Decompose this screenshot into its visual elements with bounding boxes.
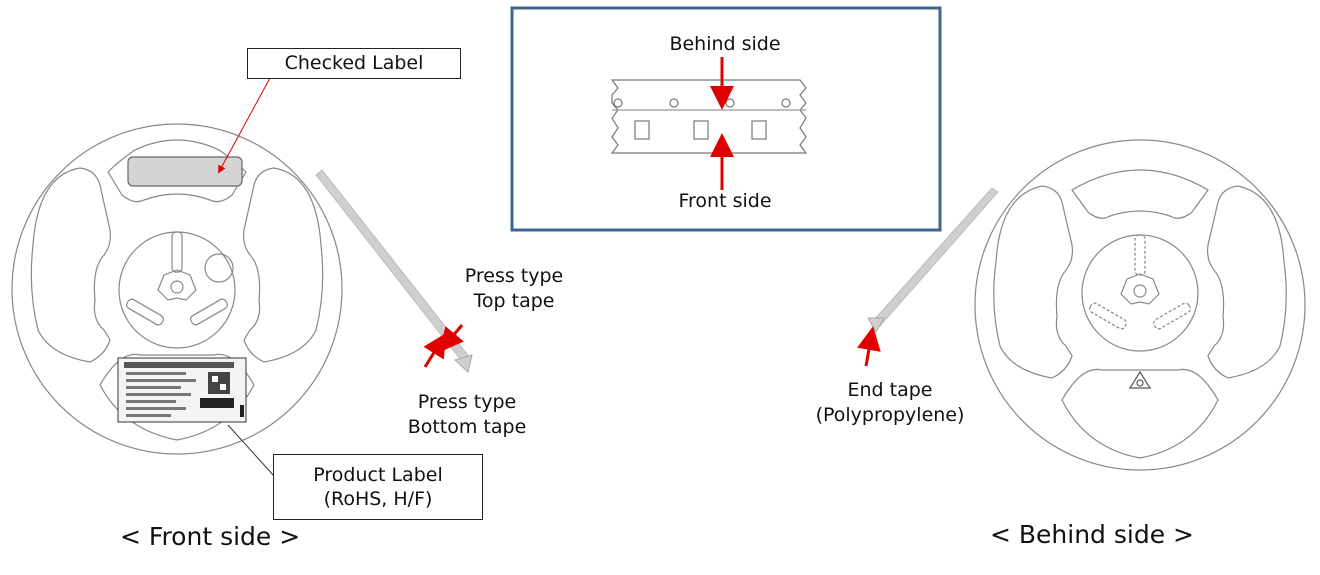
inset-carrier-tape <box>610 79 808 154</box>
front-reel <box>11 123 343 455</box>
press-top-line2: Top tape <box>473 290 555 312</box>
front-reel-hub-slot-right <box>190 298 228 326</box>
behind-reel-tape-end <box>867 317 885 334</box>
checked-label-leader <box>218 77 271 174</box>
behind-reel <box>974 139 1306 471</box>
press-bottom-label: Press type Bottom tape <box>392 390 542 440</box>
front-side-caption: < Front side > <box>120 522 301 551</box>
behind-side-caption: < Behind side > <box>990 520 1194 549</box>
press-bottom-line2: Bottom tape <box>407 416 527 438</box>
checked-label-text: Checked Label <box>284 52 424 74</box>
front-reel-window-right <box>243 167 324 363</box>
press-top-label: Press type Top tape <box>444 264 584 314</box>
behind-reel-hub-slot-left <box>1089 302 1127 330</box>
product-label-line1: Product Label <box>313 464 443 486</box>
front-reel-hub-core <box>157 269 197 301</box>
behind-reel-window-right <box>1207 185 1287 379</box>
end-tape-line2: (Polypropylene) <box>815 404 965 426</box>
product-label-box: Product Label (RoHS, H/F) <box>273 454 483 520</box>
front-reel-outer-rim <box>11 123 343 455</box>
behind-reel-window-top <box>1071 169 1209 219</box>
press-top-line1: Press type <box>464 265 564 287</box>
recycle-icon <box>1128 370 1152 389</box>
press-bottom-arrow <box>423 332 447 368</box>
behind-reel-tape <box>872 187 999 327</box>
front-reel-window-left <box>30 167 111 363</box>
inset-frame <box>510 6 942 232</box>
behind-reel-window-bottom <box>1061 368 1219 459</box>
end-tape-label: End tape (Polypropylene) <box>800 378 980 428</box>
behind-reel-hub-core <box>1120 273 1160 305</box>
inset-behind-label: Behind side <box>669 33 781 55</box>
press-bottom-line1: Press type <box>417 391 517 413</box>
behind-reel-hub <box>1081 234 1199 352</box>
behind-reel-hub-slot-top <box>1134 234 1146 276</box>
front-reel-hub <box>118 231 236 349</box>
inset-front-label: Front side <box>678 190 772 212</box>
product-label-line2: (RoHS, H/F) <box>323 488 433 510</box>
product-label-leader <box>227 424 275 477</box>
behind-reel-outer-rim <box>974 139 1306 471</box>
end-tape-arrow <box>857 326 881 367</box>
front-reel-tape-end <box>454 354 473 373</box>
checked-label-patch <box>127 156 243 187</box>
checked-label-box: Checked Label <box>247 48 461 79</box>
front-reel-window-bottom <box>99 353 255 441</box>
end-tape-line1: End tape <box>847 379 933 401</box>
product-label-sticker <box>117 357 247 423</box>
front-reel-hub-pin <box>204 253 234 283</box>
behind-reel-window-left <box>993 185 1073 379</box>
front-reel-hub-slot-top <box>171 231 183 273</box>
behind-reel-hub-slot-right <box>1153 302 1191 330</box>
front-reel-hub-slot-left <box>126 298 164 326</box>
press-top-arrow <box>439 324 464 353</box>
